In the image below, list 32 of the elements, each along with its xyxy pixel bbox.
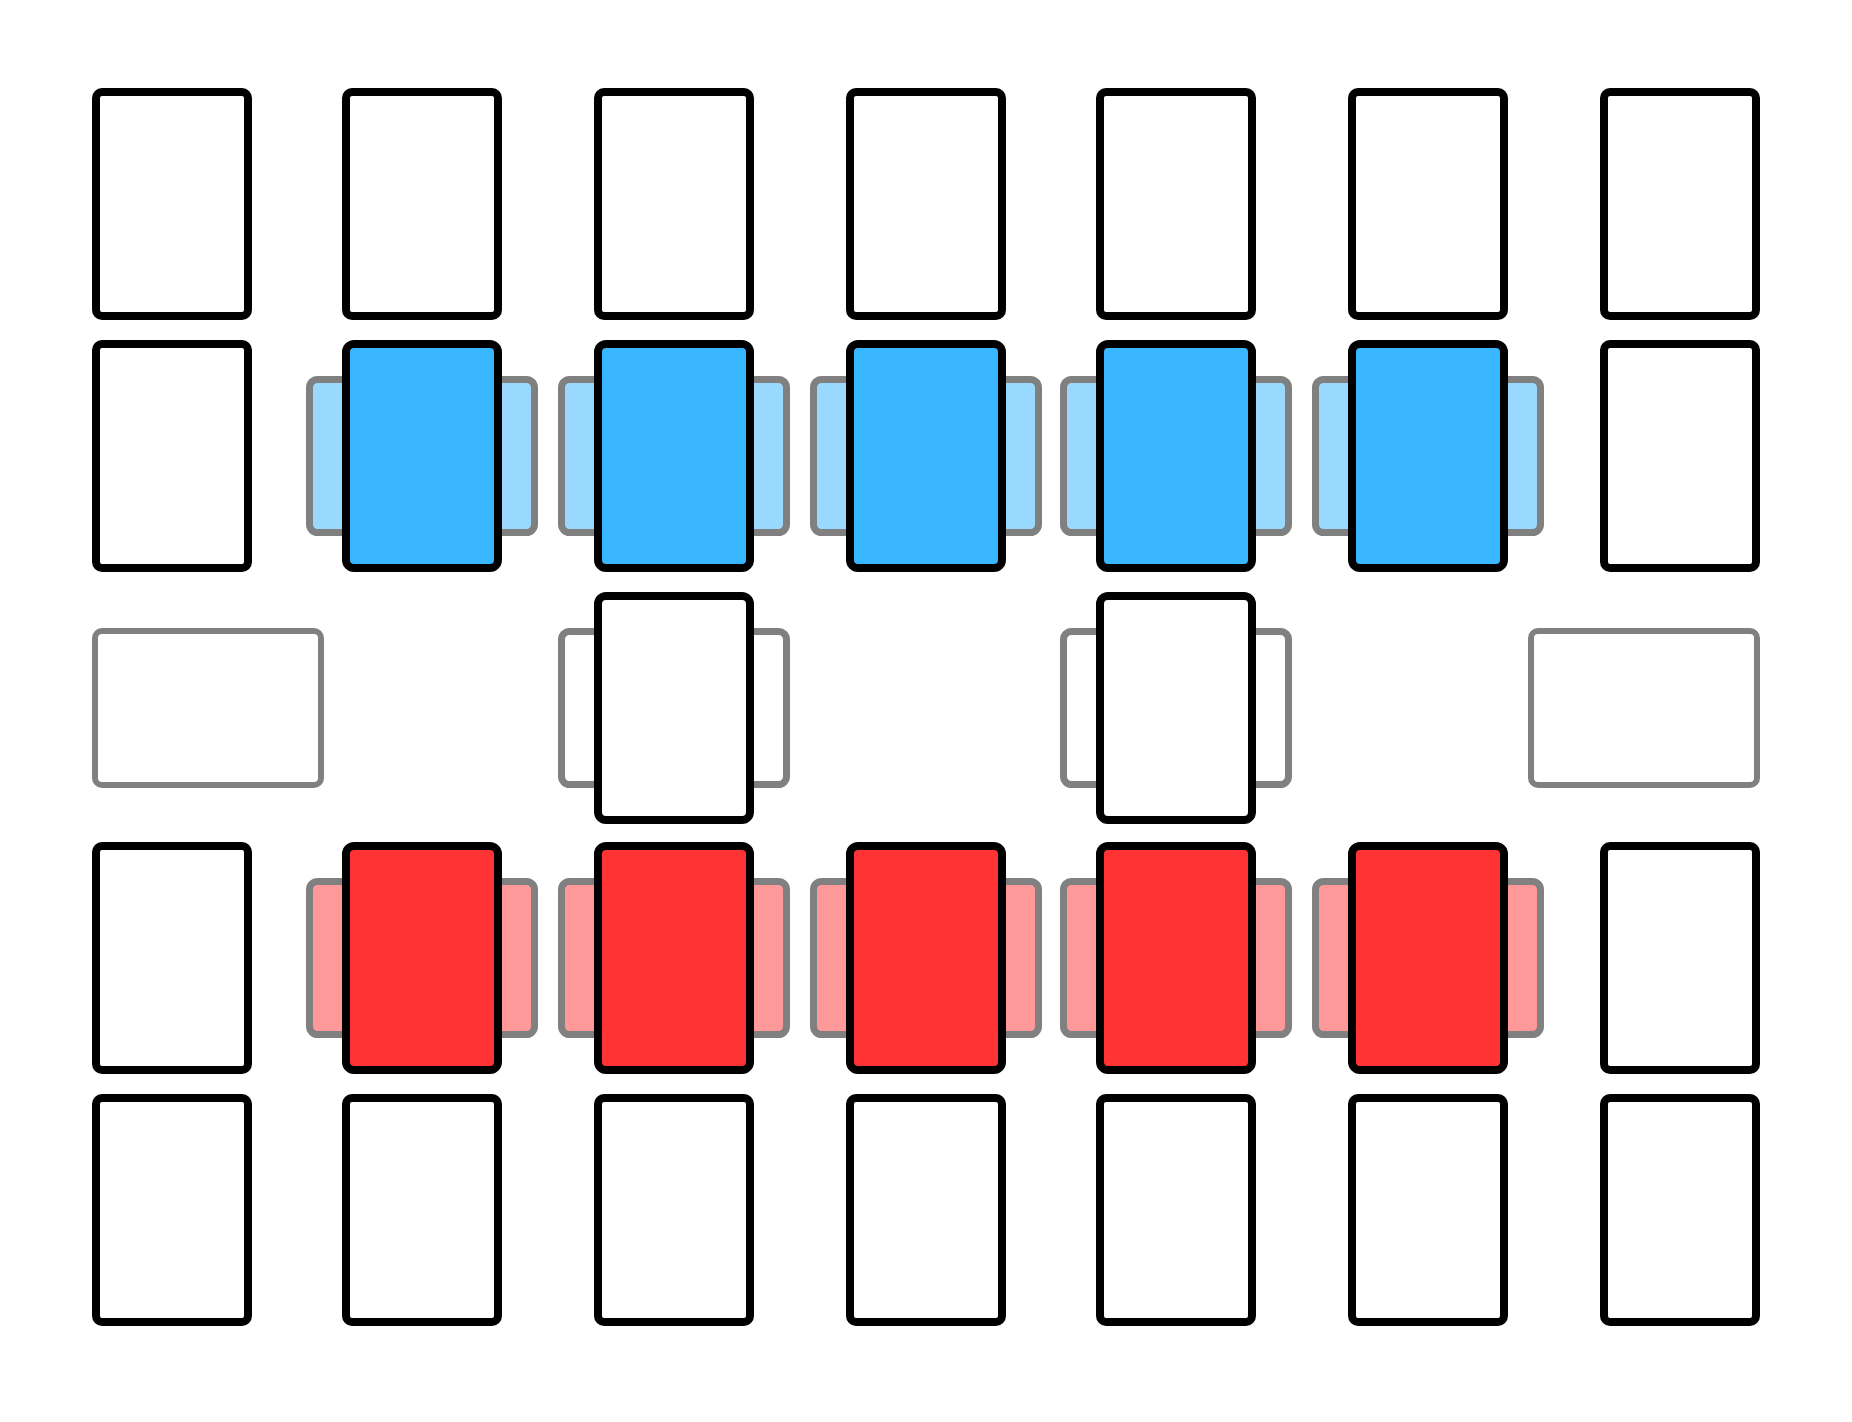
tall-rectangle <box>593 1094 754 1326</box>
tall-rectangle <box>91 842 251 1075</box>
tall-rectangle <box>1348 88 1508 320</box>
tabbed-rectangle <box>1060 339 1293 572</box>
tall-rectangle <box>342 88 503 320</box>
wide-rectangle <box>1528 627 1760 787</box>
tall-rectangle <box>593 88 754 320</box>
tall-rectangle <box>845 1094 1006 1326</box>
tabbed-rectangle <box>1312 842 1544 1075</box>
tall-rectangle <box>1096 1094 1257 1326</box>
tabbed-rectangle <box>809 339 1042 572</box>
tall-rectangle <box>91 88 251 320</box>
tabbed-rectangle <box>1312 339 1544 572</box>
tall-rectangle <box>1599 1094 1760 1326</box>
tall-rectangle <box>342 1094 503 1326</box>
tabbed-rectangle <box>557 842 790 1075</box>
tabbed-rectangle <box>809 842 1042 1075</box>
tall-rectangle <box>1348 1094 1508 1326</box>
tall-rectangle <box>1599 339 1760 572</box>
tabbed-rectangle <box>306 339 539 572</box>
tall-rectangle <box>845 88 1006 320</box>
tall-rectangle <box>91 1094 251 1326</box>
tabbed-rectangle <box>1060 842 1293 1075</box>
tall-rectangle <box>1599 842 1760 1075</box>
tabbed-rectangle <box>1060 592 1293 824</box>
tall-rectangle <box>1096 88 1257 320</box>
tabbed-rectangle <box>306 842 539 1075</box>
tall-rectangle <box>1599 88 1760 320</box>
tall-rectangle <box>91 339 251 572</box>
wide-rectangle <box>92 627 324 787</box>
tabbed-rectangle <box>557 339 790 572</box>
tabbed-rectangle <box>557 592 790 824</box>
